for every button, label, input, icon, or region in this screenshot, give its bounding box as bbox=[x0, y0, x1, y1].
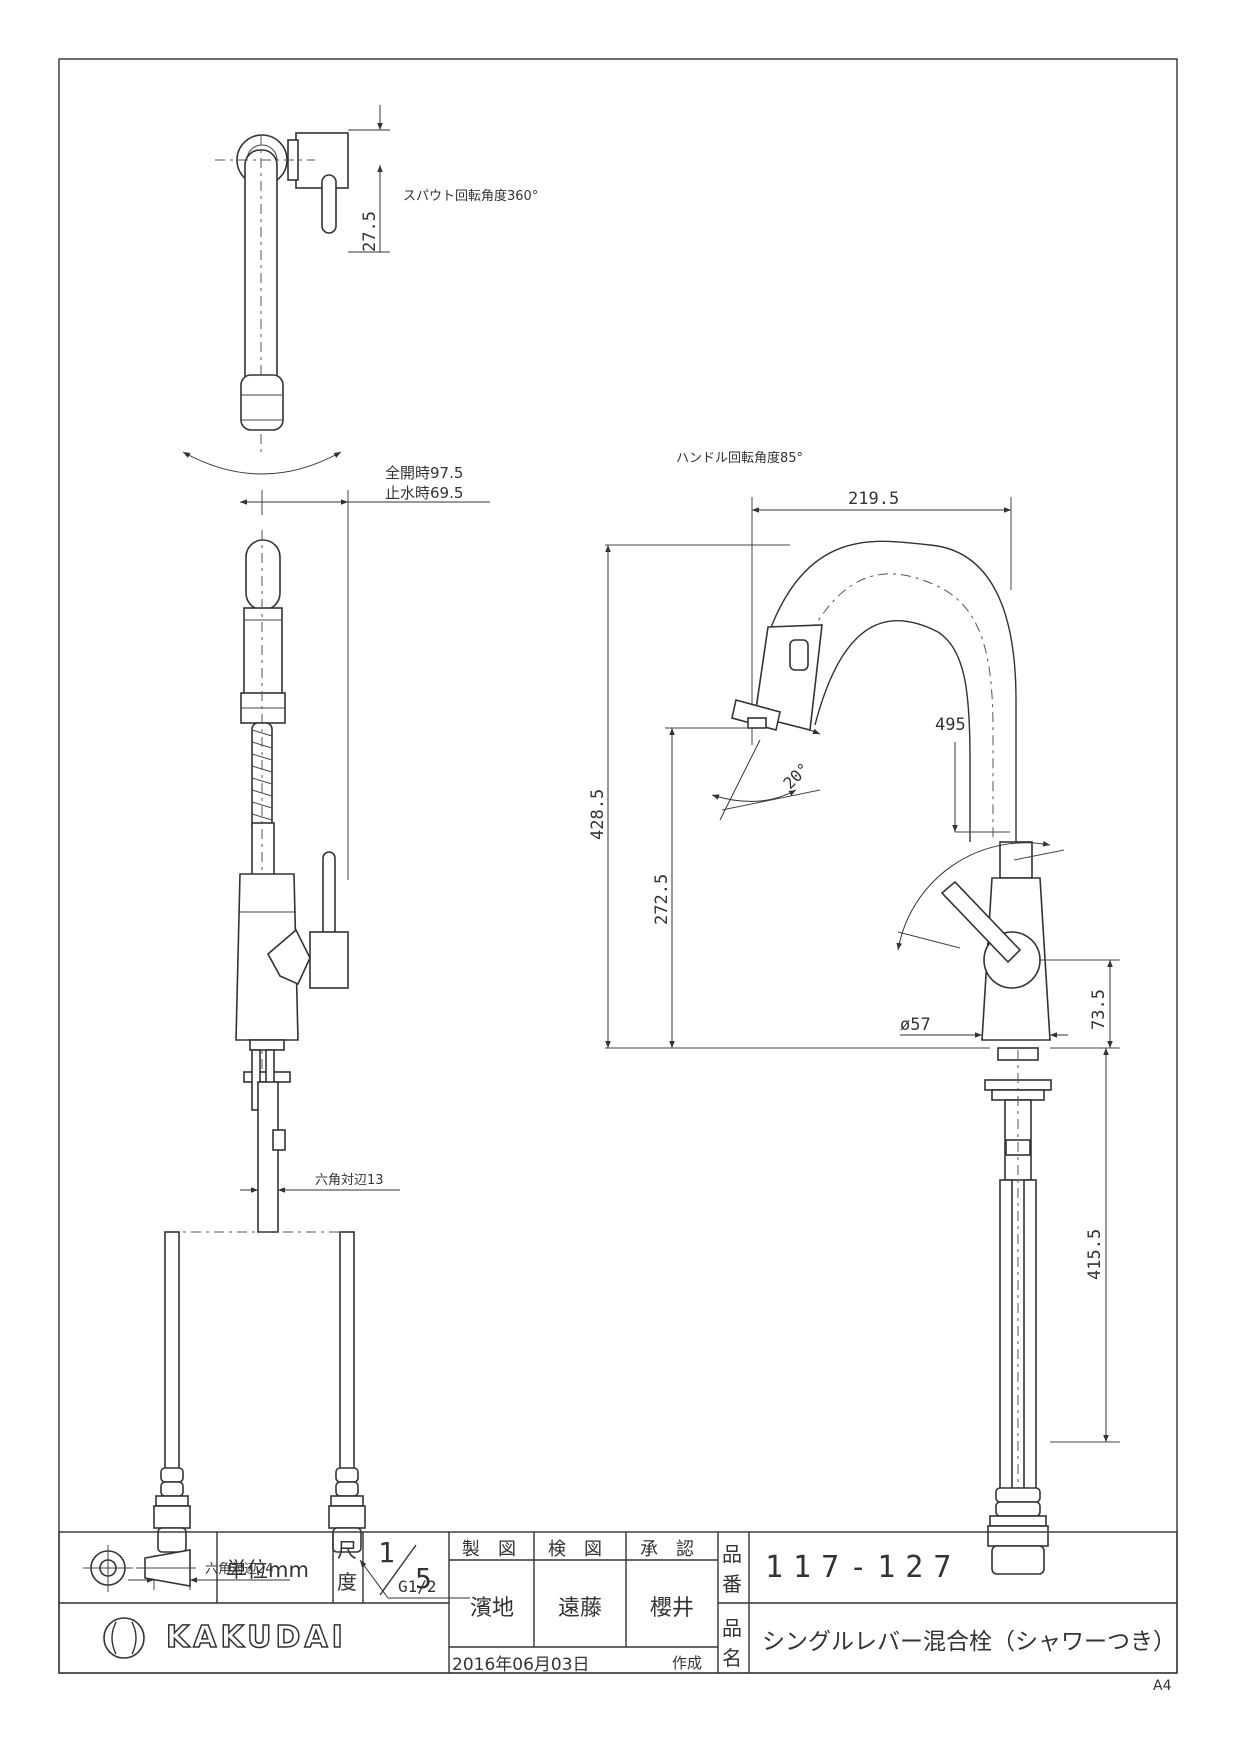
unit-label: 単位mm bbox=[226, 1558, 309, 1582]
dim-20-deg: 20° bbox=[779, 759, 813, 793]
dim-272-5: 272.5 bbox=[652, 874, 672, 925]
full-open-label: 全開時97.5 bbox=[385, 464, 463, 482]
side-spout-outer bbox=[769, 540, 1017, 842]
top-view-lever bbox=[321, 174, 337, 234]
hinban-2: 番 bbox=[722, 1572, 742, 1596]
col-shonin: 承 認 bbox=[640, 1539, 694, 1560]
col-kenzu: 検 図 bbox=[548, 1539, 602, 1560]
drawing-date: 2016年06月03日 bbox=[452, 1655, 590, 1675]
brand-name: KAKUDAI bbox=[165, 1619, 347, 1656]
front-view: 全開時97.5 止水時69.5 六角対辺13 bbox=[128, 464, 490, 1599]
dim-diameter-57: ø57 bbox=[900, 1015, 931, 1035]
handle-rotation-label: ハンドル回転角度85° bbox=[676, 450, 803, 466]
col-seizu: 製 図 bbox=[462, 1539, 516, 1560]
front-lever bbox=[322, 851, 336, 945]
created-label: 作成 bbox=[672, 1654, 703, 1672]
spout-rotation-label: スパウト回転角度360° bbox=[403, 188, 538, 204]
paper-size: A4 bbox=[1153, 1678, 1172, 1694]
part-number: 117-127 bbox=[765, 1550, 962, 1585]
dim-27-5: 27.5 bbox=[360, 211, 380, 252]
hinmei-2: 名 bbox=[722, 1646, 742, 1670]
name-seizu: 濱地 bbox=[470, 1596, 515, 1621]
name-shonin: 櫻井 bbox=[650, 1596, 695, 1621]
scale-label-1: 尺 bbox=[337, 1538, 357, 1562]
name-kenzu: 遠藤 bbox=[558, 1596, 603, 1621]
scale-denominator: 5 bbox=[415, 1562, 432, 1595]
supply-hose-left bbox=[164, 1231, 180, 1473]
product-name: シングルレバー混合栓（シャワーつき） bbox=[762, 1629, 1176, 1655]
kakudai-logo-mark bbox=[103, 1617, 145, 1659]
front-body bbox=[235, 873, 299, 1041]
title-block-grid bbox=[58, 1531, 1178, 1674]
spout-rotation-arc bbox=[182, 451, 342, 475]
dim-428-5: 428.5 bbox=[588, 789, 608, 840]
supply-hose-right bbox=[339, 1231, 355, 1473]
top-view: 27.5 スパウト回転角度360° bbox=[182, 105, 538, 475]
scale-label-2: 度 bbox=[337, 1570, 357, 1594]
water-stop-label: 止水時69.5 bbox=[385, 484, 463, 502]
dim-495: 495 bbox=[935, 715, 966, 735]
hinmei-1: 品 bbox=[722, 1616, 742, 1640]
top-view-shower-head bbox=[240, 374, 284, 431]
side-spout-inner bbox=[814, 620, 971, 842]
front-shower-head bbox=[245, 539, 281, 611]
dim-73-5: 73.5 bbox=[1089, 989, 1109, 1030]
thread-label: G1/2 bbox=[398, 1577, 437, 1596]
hex-24-label: 六角対辺24 bbox=[205, 1562, 274, 1577]
dim-415-5: 415.5 bbox=[1085, 1229, 1105, 1280]
side-view: ハンドル回転角度85° 219.5 20° 495 bbox=[588, 450, 1120, 1575]
hinban-1: 品 bbox=[722, 1542, 742, 1566]
dim-219-5: 219.5 bbox=[848, 489, 899, 509]
hex-13-label: 六角対辺13 bbox=[315, 1173, 384, 1188]
scale-numerator: 1 bbox=[378, 1536, 395, 1569]
